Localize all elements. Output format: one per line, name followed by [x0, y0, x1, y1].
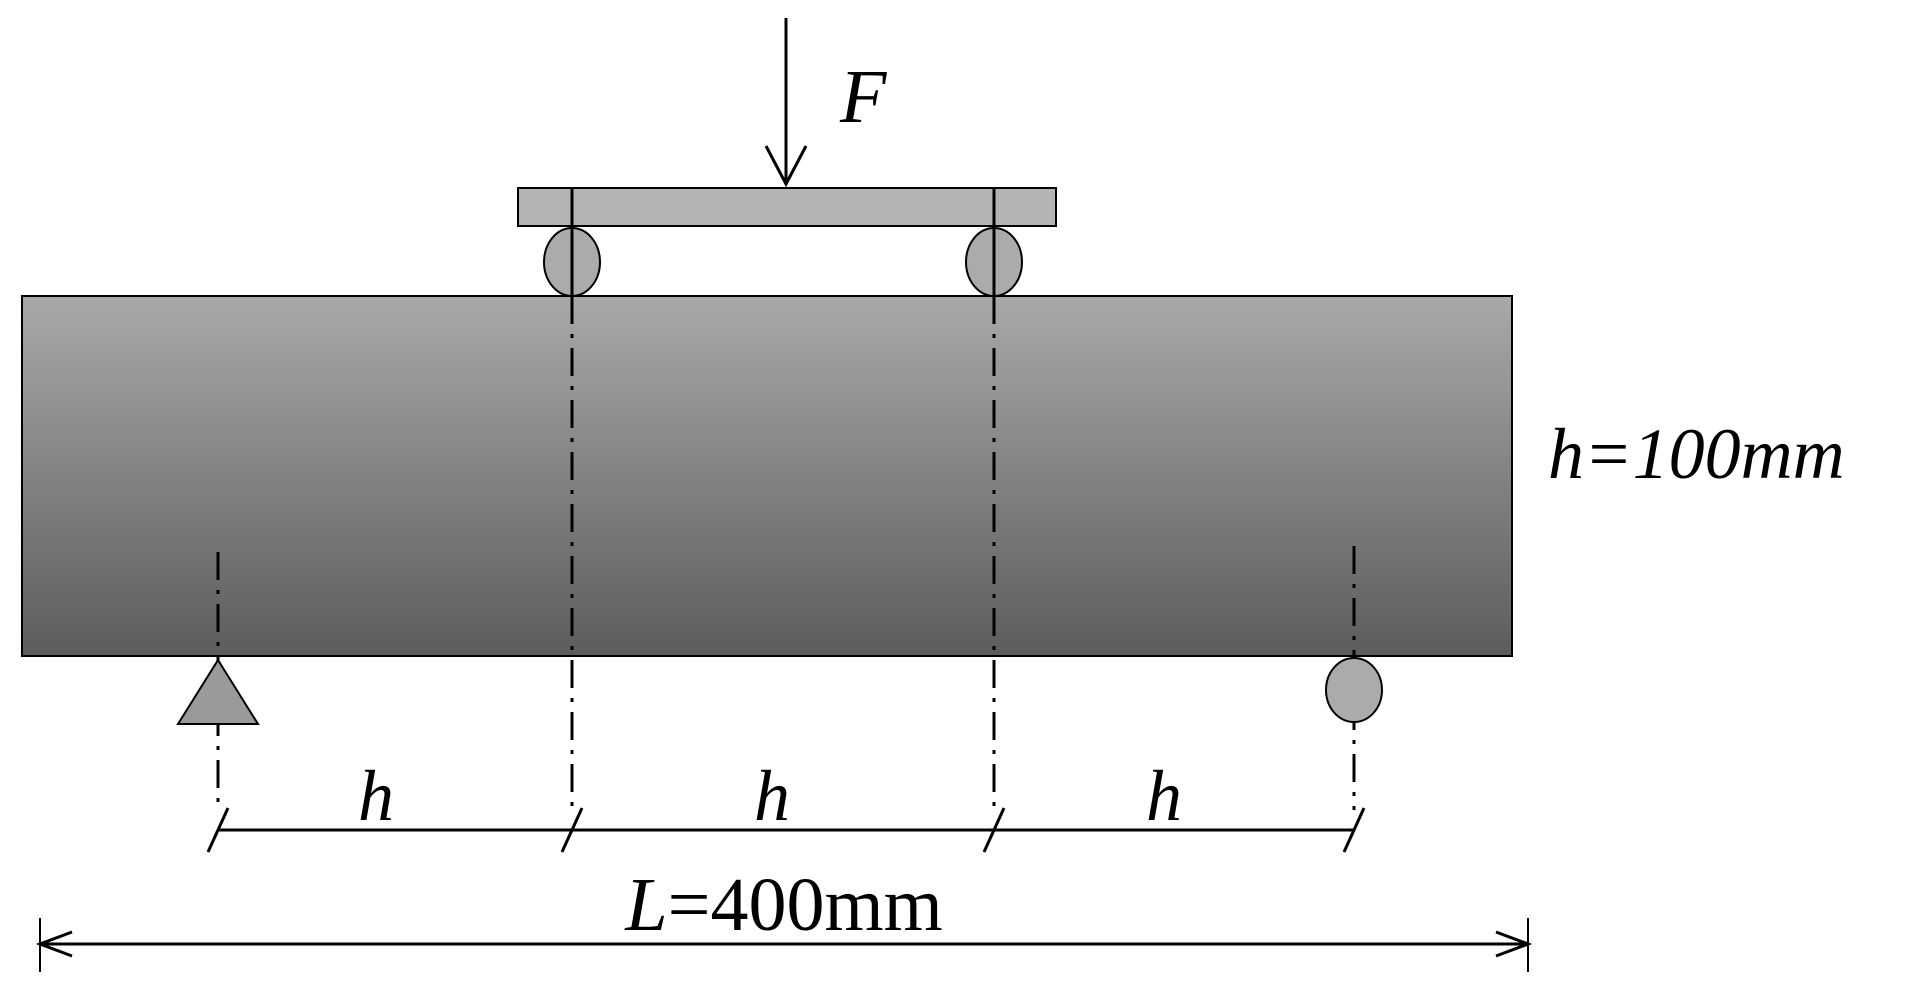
- height-label-prefix: h: [1548, 414, 1584, 494]
- segment-label-1: h: [358, 756, 394, 836]
- concrete-beam: [21, 295, 1513, 657]
- segment-label-3: h: [1146, 756, 1182, 836]
- force-label: F: [839, 55, 888, 139]
- force-arrowhead: [764, 145, 808, 188]
- span-left-arrowhead: [35, 930, 73, 958]
- span-label: L=400mm: [624, 863, 942, 947]
- dim-tick-2: [560, 807, 584, 853]
- segment-label-2: h: [754, 756, 790, 836]
- span-label-value: =400mm: [668, 863, 943, 947]
- dim-tick-4: [1342, 807, 1366, 853]
- roller-support: [1325, 657, 1383, 723]
- height-label: h=100mm: [1548, 414, 1845, 494]
- height-label-value: =100mm: [1584, 414, 1845, 494]
- span-label-prefix: L: [624, 863, 667, 947]
- loading-plate: [517, 187, 1057, 227]
- dim-tick-3: [982, 807, 1006, 853]
- dim-tick-1: [206, 807, 230, 853]
- span-right-arrowhead: [1495, 930, 1533, 958]
- pin-support: [176, 658, 260, 725]
